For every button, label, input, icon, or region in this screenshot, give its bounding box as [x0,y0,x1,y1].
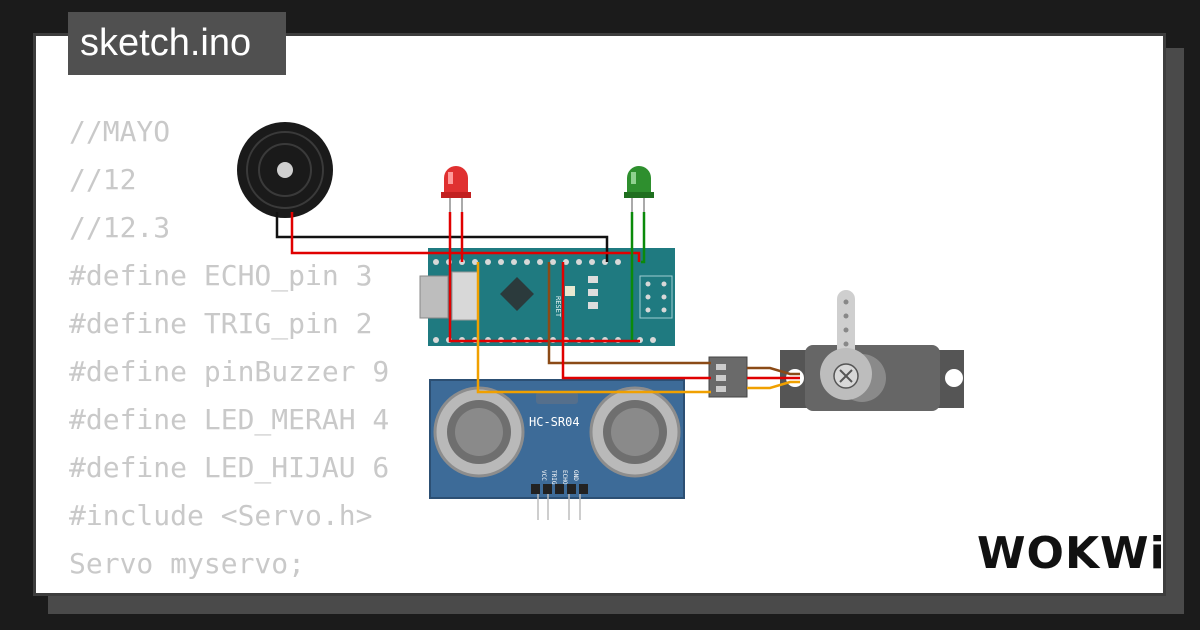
wires [275,212,800,394]
preview-card: //MAYO //12 //12.3 #define ECHO_pin 3 #defin… [33,33,1166,596]
sensor-label: HC-SR04 [529,415,580,429]
code-line: #define pinBuzzer 9 [69,355,390,388]
code-line: #define ECHO_pin 3 [69,259,373,292]
reset-label: RESET [554,296,562,318]
servo-motor [780,290,964,411]
code-line: Servo myservo; [69,547,306,580]
pin-label-vcc: VCC [540,470,547,481]
servo-connector [708,356,748,398]
code-line: //12 [69,163,137,196]
ultrasonic-sensor: HC-SR04 VCC TRIG ECHO GND [429,379,685,520]
code-line: #define TRIG_pin 2 [69,307,373,340]
led-red [441,166,471,215]
code-line: #define LED_HIJAU 6 [69,451,390,484]
code-line: #include <Servo.h> [69,499,373,532]
pin-label-gnd: GND [572,470,579,481]
circuit-diagram: RESET HC-SR04 VCC TRIG ECHO GND [237,122,964,520]
code-preview: //MAYO //12 //12.3 #define ECHO_pin 3 #defin… [69,108,390,593]
code-line: //12.3 [69,211,171,244]
wokwi-logo: WOKWi [977,528,1166,579]
pin-label-echo: ECHO [561,470,568,485]
led-green [624,166,654,215]
arduino-nano-board: RESET [419,248,675,346]
pin-label-trig: TRIG [550,470,557,485]
buzzer-icon [237,122,333,218]
code-line: //MAYO [69,115,171,148]
code-line: #define LED_MERAH 4 [69,403,390,436]
file-tab-label[interactable]: sketch.ino [68,12,286,75]
